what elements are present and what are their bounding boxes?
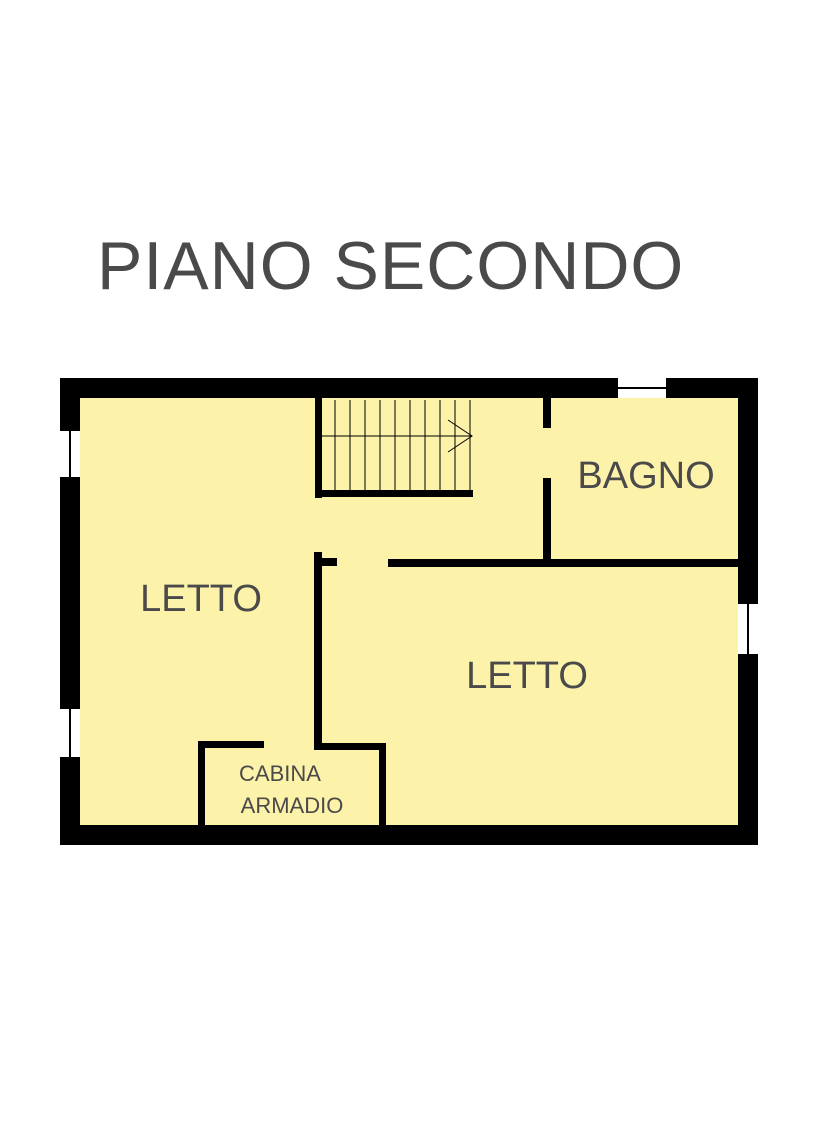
window-left-upper: [60, 429, 80, 479]
interior-walls: [198, 398, 738, 829]
windows: [60, 378, 758, 759]
room-label-cabina: CABINA: [239, 761, 321, 786]
room-label-bagno: BAGNO: [577, 455, 714, 497]
room-label-letto-right: LETTO: [466, 655, 588, 697]
floor-area: [60, 378, 758, 845]
window-left-lower: [60, 707, 80, 759]
page-title: PIANO SECONDO: [97, 228, 685, 304]
room-label-letto-left: LETTO: [140, 578, 262, 620]
room-label-armadio: ARMADIO: [241, 793, 344, 818]
staircase: [322, 400, 473, 490]
window-top: [616, 378, 668, 398]
window-right: [738, 602, 758, 656]
